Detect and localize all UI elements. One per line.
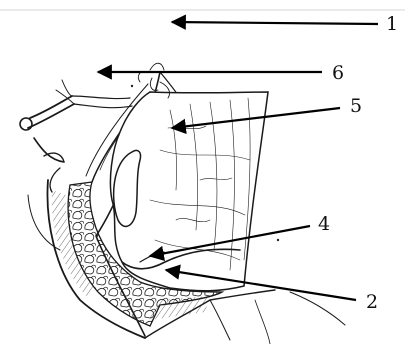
callout-6: 6 bbox=[332, 62, 344, 84]
callout-5: 5 bbox=[350, 95, 362, 117]
callout-2: 2 bbox=[366, 291, 378, 313]
callout-4: 4 bbox=[318, 213, 330, 235]
dot-mark bbox=[131, 85, 133, 87]
dot-mark bbox=[277, 239, 279, 241]
arrow-1 bbox=[172, 22, 378, 24]
callout-1: 1 bbox=[386, 13, 398, 35]
